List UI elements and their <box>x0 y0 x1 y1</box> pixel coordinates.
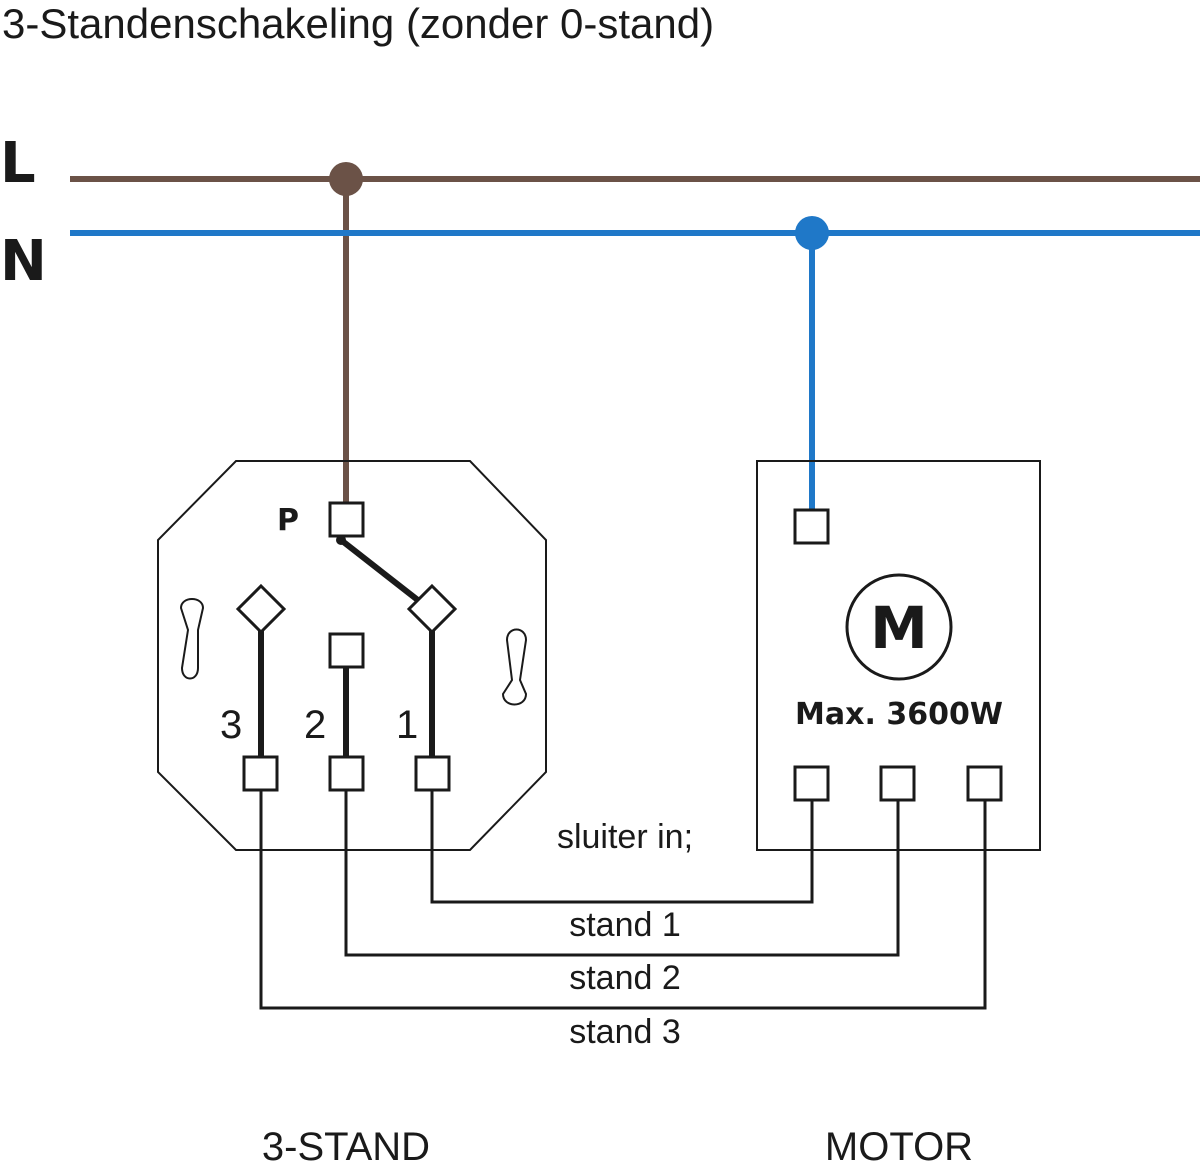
live-junction <box>329 162 363 196</box>
switch-footer-label: 3-STAND <box>262 1125 430 1167</box>
wire-stand-2 <box>344 790 900 957</box>
motor-terminal-neutral <box>793 508 830 545</box>
terminal-p <box>328 501 365 538</box>
contact-square-2 <box>328 632 365 669</box>
terminal-out-1 <box>414 755 451 792</box>
contact-diamond-3 <box>235 583 287 635</box>
wire-label-stand-3: stand 3 <box>569 1013 681 1051</box>
motor-symbol: M <box>870 594 928 662</box>
wire-label-stand-1: stand 1 <box>569 906 681 944</box>
terminal-out-2 <box>328 755 365 792</box>
position-label-1: 1 <box>396 703 418 747</box>
switch-contact-arm <box>339 537 430 611</box>
left-mounting-slot <box>179 598 205 680</box>
position-label-2: 2 <box>304 703 326 747</box>
right-mounting-slot <box>501 628 528 706</box>
rail-label-l: L <box>0 131 36 196</box>
terminal-out-3 <box>242 755 279 792</box>
neutral-junction <box>795 216 829 250</box>
wiring-note: sluiter in; <box>557 818 693 856</box>
wire-label-stand-2: stand 2 <box>569 959 681 997</box>
motor-rating: Max. 3600W <box>795 697 1003 732</box>
motor-housing <box>756 460 1041 851</box>
rail-label-n: N <box>0 229 47 294</box>
contact-diamond-1 <box>406 583 458 635</box>
diagram-title: 3-Standenschakeling (zonder 0-stand) <box>2 0 714 47</box>
motor-terminal-3 <box>966 765 1003 802</box>
position-label-3: 3 <box>220 703 242 747</box>
terminal-p-label: P <box>277 503 299 538</box>
switch-housing <box>157 460 547 851</box>
motor-footer-label: MOTOR <box>825 1125 973 1167</box>
motor-symbol-circle <box>845 573 953 681</box>
wire-stand-3 <box>259 790 987 1010</box>
motor-terminal-1 <box>793 765 830 802</box>
motor-terminal-2 <box>879 765 916 802</box>
